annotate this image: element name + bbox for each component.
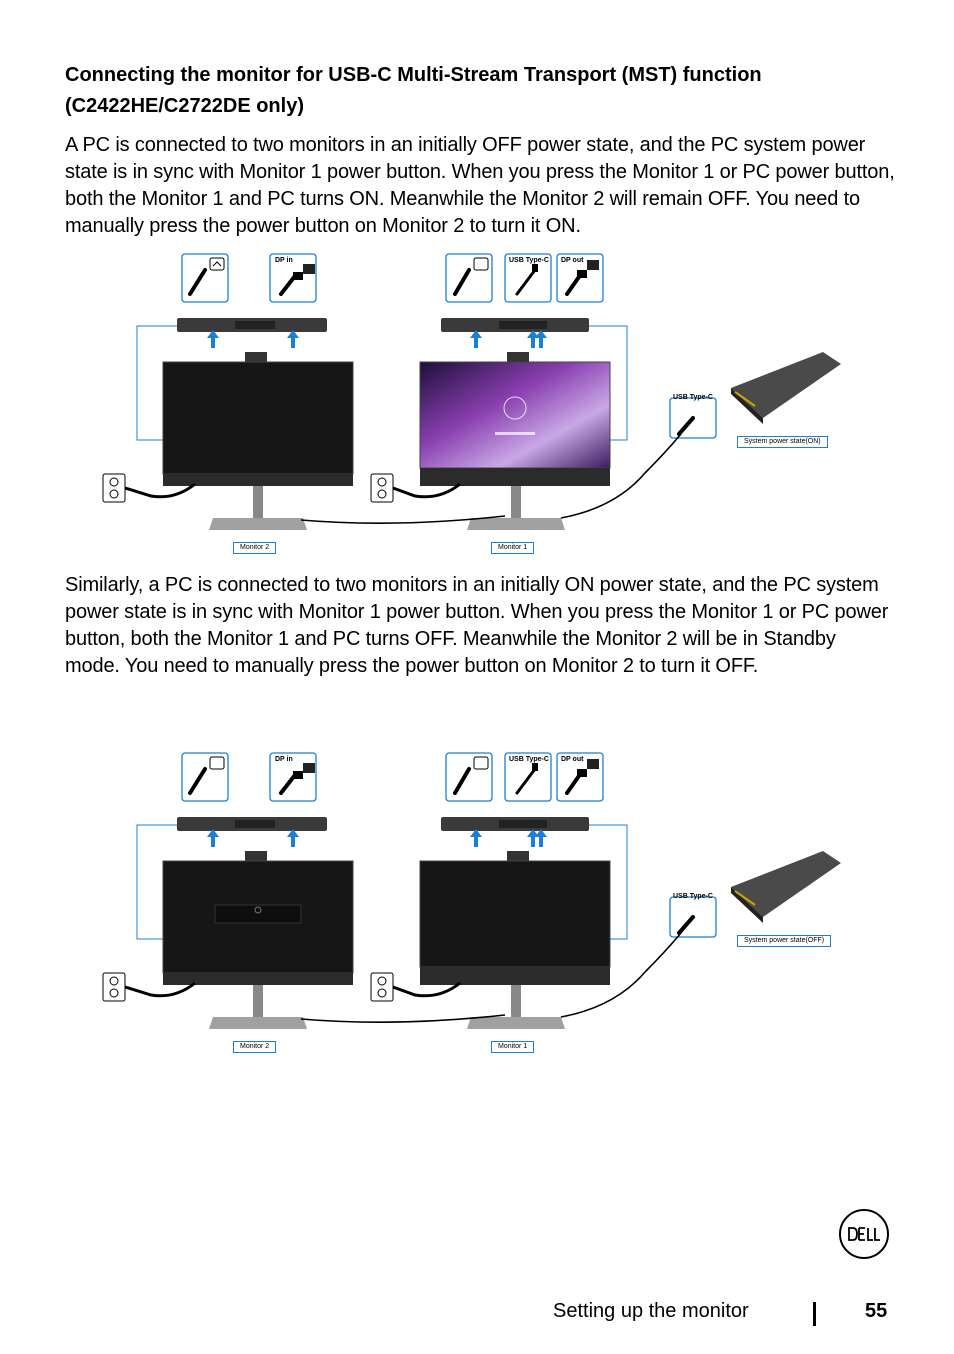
dp-out-label: DP out — [561, 257, 584, 264]
page-heading: Connecting the monitor for USB-C Multi-S… — [65, 64, 762, 117]
usb-type-c-port-label: USB Type-C — [509, 257, 549, 264]
monitor-1-label: Monitor 1 — [491, 1041, 535, 1053]
usb-type-c-port-label: USB Type-C — [509, 756, 549, 763]
dp-in-label: DP in — [275, 257, 293, 264]
monitor-2-label: Monitor 2 — [233, 1041, 277, 1053]
system-power-state-label: System power state(ON) — [737, 436, 828, 448]
dp-out-label: DP out — [561, 756, 584, 763]
dp-in-label: DP in — [275, 756, 293, 763]
monitor-1-label: Monitor 1 — [491, 542, 535, 554]
mst-diagram-off: DP in USB Type-C DP out USB Type-C Syste… — [95, 747, 855, 1057]
footer-section-title: Setting up the monitor — [553, 1300, 749, 1322]
intro-paragraph-on: A PC is connected to two monitors in an … — [65, 134, 895, 237]
monitor-2-label: Monitor 2 — [233, 542, 277, 554]
mst-diagram-on: DP in USB Type-C DP out USB Type-C Syste… — [95, 248, 855, 558]
mst-diagram-on-art — [102, 253, 841, 530]
usb-type-c-pc-label: USB Type-C — [673, 394, 713, 401]
system-power-state-label: System power state(OFF) — [737, 935, 832, 947]
intro-paragraph-off: Similarly, a PC is connected to two moni… — [65, 574, 889, 677]
mst-diagram-off-art — [102, 752, 841, 1029]
page-number: 55 — [865, 1300, 888, 1322]
usb-type-c-pc-label: USB Type-C — [673, 893, 713, 900]
footer-divider — [813, 1302, 816, 1326]
dell-logo-icon — [839, 1209, 889, 1259]
